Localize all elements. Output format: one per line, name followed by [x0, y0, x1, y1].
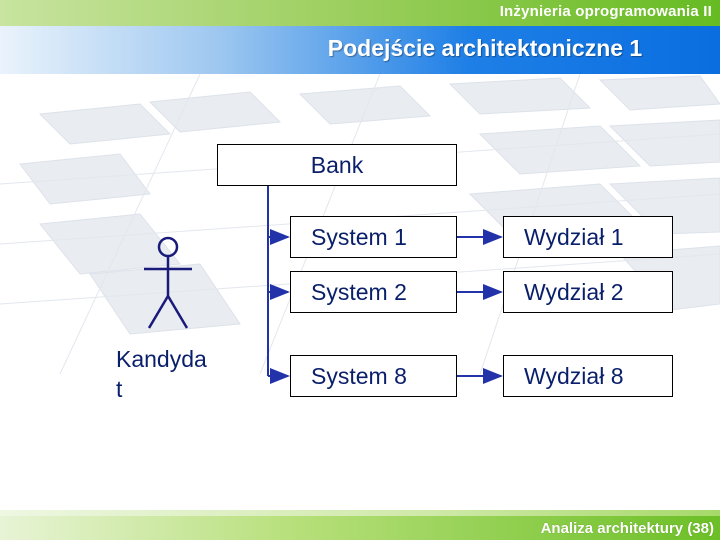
- title-band: [0, 26, 720, 74]
- department-box-8: Wydział 8: [503, 355, 673, 397]
- department-box-2: Wydział 2: [503, 271, 673, 313]
- department-label: Wydział 1: [524, 223, 624, 250]
- system-box-2: System 2: [290, 271, 457, 313]
- actor-label-line1: Kandyda: [116, 346, 207, 372]
- actor-figure-icon: [144, 236, 192, 329]
- system-box-8: System 8: [290, 355, 457, 397]
- actor-label-line2: t: [116, 376, 123, 402]
- bank-label: Bank: [310, 151, 364, 178]
- footer-text: Analiza architektury (38): [540, 520, 714, 537]
- system-label: System 1: [311, 223, 407, 250]
- actor-label: Kandyda t: [116, 344, 246, 404]
- system-label: System 8: [311, 362, 407, 389]
- grid-backdrop: [0, 74, 720, 374]
- title-area: Podejście architektoniczne 1: [0, 0, 720, 80]
- footer-band: [0, 516, 720, 540]
- footer-stripe: [0, 510, 720, 516]
- header-band: [0, 0, 720, 26]
- system-box-1: System 1: [290, 216, 457, 258]
- department-label: Wydział 2: [524, 278, 624, 305]
- course-title: Inżynieria oprogramowania II: [499, 3, 712, 20]
- system-label: System 2: [311, 278, 407, 305]
- department-label: Wydział 8: [524, 362, 624, 389]
- slide-title: Podejście architektoniczne 1: [327, 35, 643, 61]
- bank-box: Bank: [217, 144, 457, 186]
- department-box-1: Wydział 1: [503, 216, 673, 258]
